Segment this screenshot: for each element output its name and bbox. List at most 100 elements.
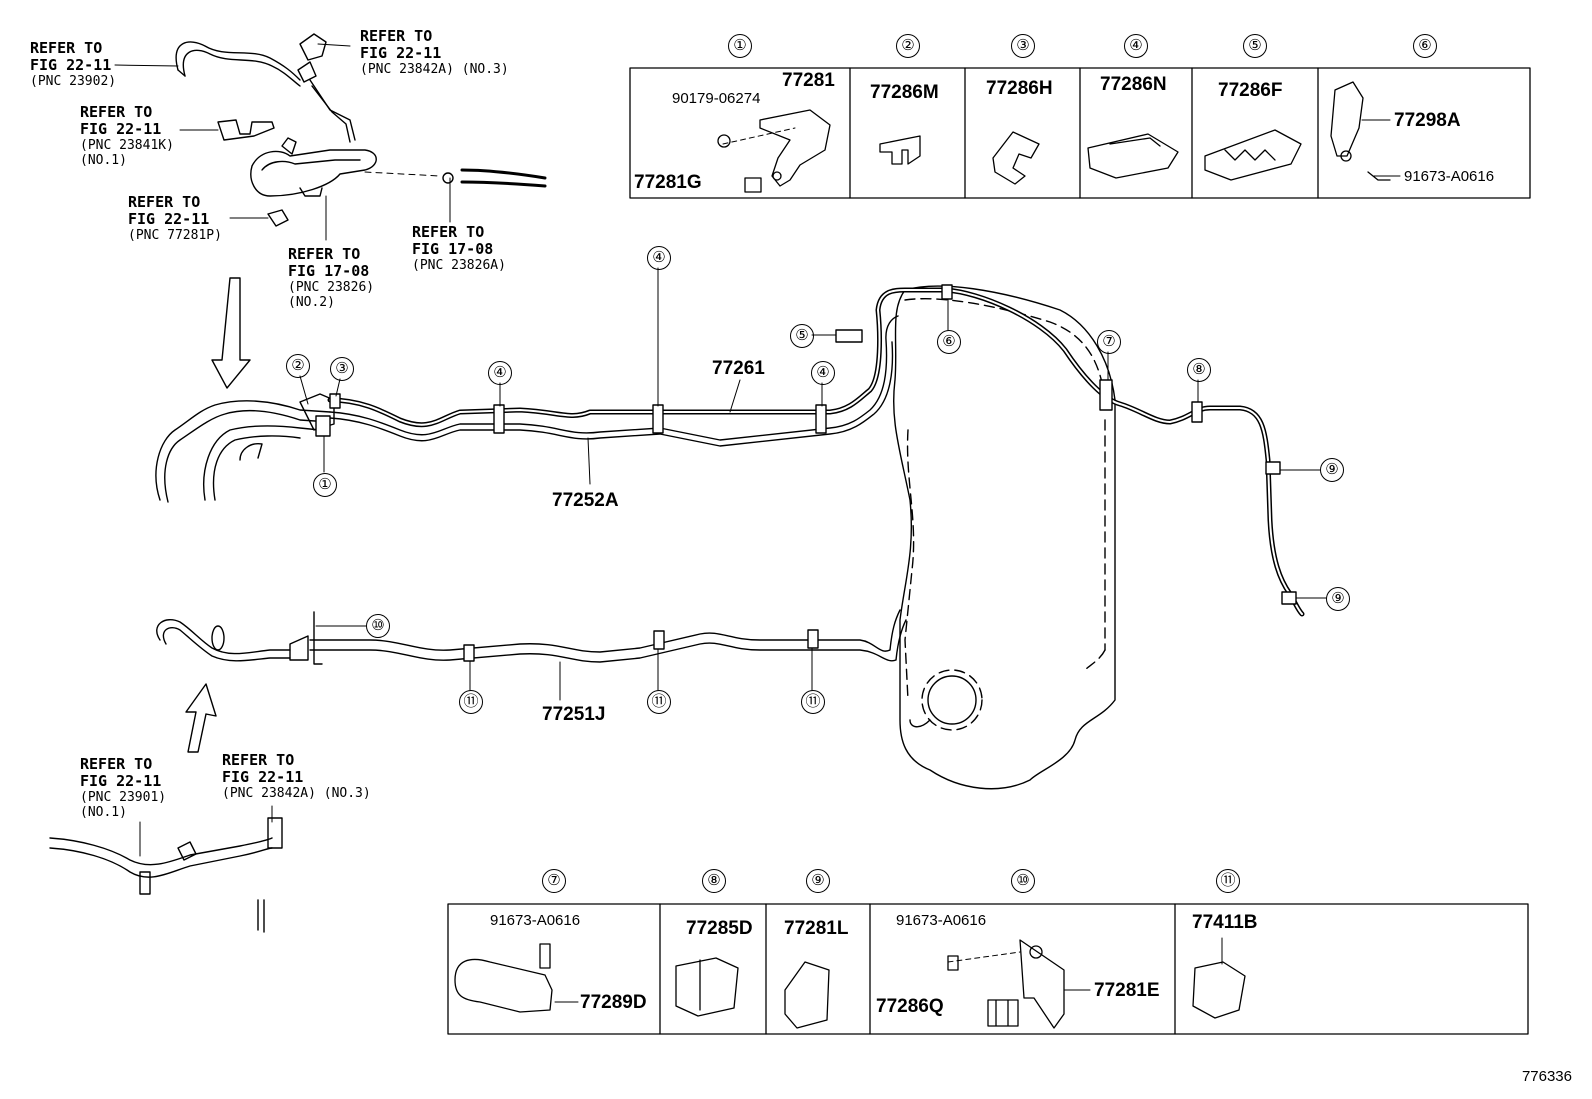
refer-line1: REFER TO (80, 103, 153, 121)
part-number-77286M: 77286M (870, 82, 939, 103)
refer-note-6: REFER TO FIG 17-08 (PNC 23826A) (412, 223, 506, 274)
part-number-77289D: 77289D (580, 992, 647, 1013)
callout-4b: ④ (647, 246, 671, 270)
refer-line2: FIG 22-11 (128, 210, 210, 228)
arrow-up-icon (185, 683, 217, 753)
refer-no: (NO.1) (80, 805, 127, 820)
brake-line-end-sketch (442, 168, 547, 188)
callout-7: ⑦ (1097, 330, 1121, 354)
filler-hose-sketch-upper (175, 33, 377, 227)
part-number-77286F: 77286F (1218, 80, 1283, 101)
table-col-3-num: ③ (1011, 34, 1035, 58)
callout-10: ⑩ (366, 614, 390, 638)
line-77252A (329, 315, 899, 447)
table-col-2-num: ② (896, 34, 920, 58)
part-number-77286N: 77286N (1100, 74, 1167, 95)
refer-pnc: (PNC 23826) (288, 280, 375, 295)
bottom-table (447, 903, 1529, 1035)
table-col-10-num: ⑩ (1011, 869, 1035, 893)
refer-note-8: REFER TO FIG 22-11 (PNC 23842A) (NO.3) (222, 751, 371, 802)
callout-5: ⑤ (790, 324, 814, 348)
refer-line1: REFER TO (360, 27, 433, 45)
refer-line2: FIG 17-08 (412, 240, 494, 258)
part-number-91673-A0616-b: 91673-A0616 (490, 912, 581, 929)
callout-leaders (299, 267, 1327, 701)
refer-line2: FIG 22-11 (80, 120, 162, 138)
filler-hose-left (155, 393, 335, 503)
leaders-upper (114, 43, 451, 241)
table-col-11-num: ⑪ (1216, 869, 1240, 893)
refer-line2: FIG 22-11 (80, 772, 162, 790)
callout-11b: ⑪ (647, 690, 671, 714)
refer-note-5: REFER TO FIG 17-08 (PNC 23826) (NO.2) (288, 245, 375, 311)
refer-pnc: (PNC 23826A) (412, 258, 506, 273)
refer-pnc: (PNC 23902) (30, 74, 117, 89)
callout-6: ⑥ (937, 330, 961, 354)
part-number-77285D: 77285D (686, 918, 753, 939)
part-number-91673-A0616-c: 91673-A0616 (896, 912, 987, 929)
refer-line1: REFER TO (128, 193, 201, 211)
fuel-tank-outline (892, 285, 1116, 790)
part-number-77281L: 77281L (784, 918, 849, 939)
part-number-77286H: 77286H (986, 78, 1053, 99)
refer-line1: REFER TO (288, 245, 361, 263)
table-col-9-num: ⑨ (806, 869, 830, 893)
refer-line2: FIG 22-11 (360, 44, 442, 62)
callout-3: ③ (330, 357, 354, 381)
part-number-77286Q: 77286Q (876, 996, 944, 1017)
refer-line2: FIG 22-11 (30, 56, 112, 74)
refer-pnc: (PNC 77281P) (128, 228, 222, 243)
part-number-77281: 77281 (782, 70, 835, 91)
refer-no: (NO.2) (288, 295, 335, 310)
refer-no: (NO.1) (80, 153, 127, 168)
refer-line2: FIG 17-08 (288, 262, 370, 280)
part-number-77298A: 77298A (1394, 110, 1461, 131)
refer-line1: REFER TO (30, 39, 103, 57)
part-number-77252A: 77252A (552, 490, 619, 511)
callout-2: ② (286, 354, 310, 378)
part-number-77281G: 77281G (634, 172, 702, 193)
refer-note-4: REFER TO FIG 22-11 (PNC 77281P) (128, 193, 222, 244)
refer-line1: REFER TO (222, 751, 295, 769)
refer-note-2: REFER TO FIG 22-11 (PNC 23842A) (NO.3) (360, 27, 509, 78)
refer-pnc: (PNC 23901) (80, 790, 167, 805)
callout-4a: ④ (488, 361, 512, 385)
part-number-77281E: 77281E (1094, 980, 1160, 1001)
refer-note-1: REFER TO FIG 22-11 (PNC 23902) (30, 39, 117, 90)
refer-note-3: REFER TO FIG 22-11 (PNC 23841K) (NO.1) (80, 103, 174, 169)
table-col-6-num: ⑥ (1413, 34, 1437, 58)
line-77251J (156, 609, 907, 665)
table-col-8-num: ⑧ (702, 869, 726, 893)
filler-hose-sketch-lower (49, 817, 283, 933)
part-number-77411B: 77411B (1192, 912, 1258, 933)
refer-note-7: REFER TO FIG 22-11 (PNC 23901) (NO.1) (80, 755, 167, 821)
callout-1: ① (313, 473, 337, 497)
top-table (629, 67, 1531, 199)
refer-line1: REFER TO (412, 223, 485, 241)
refer-no: (NO.3) (323, 786, 371, 801)
refer-pnc: (PNC 23842A) (360, 62, 454, 77)
table-col-4-num: ④ (1124, 34, 1148, 58)
refer-line2: FIG 22-11 (222, 768, 304, 786)
refer-line1: REFER TO (80, 755, 153, 773)
refer-no: (NO.3) (461, 62, 509, 77)
part-number-91673-A0616: 91673-A0616 (1404, 168, 1495, 185)
table-col-5-num: ⑤ (1243, 34, 1267, 58)
table-col-7-num: ⑦ (542, 869, 566, 893)
callout-11a: ⑪ (459, 690, 483, 714)
callout-8: ⑧ (1187, 358, 1211, 382)
refer-pnc: (PNC 23841K) (80, 138, 174, 153)
part-number-77251J: 77251J (542, 704, 606, 725)
callout-11c: ⑪ (801, 690, 825, 714)
refer-pnc: (PNC 23842A) (222, 786, 316, 801)
table-col-1-num: ① (728, 34, 752, 58)
callout-9a: ⑨ (1320, 458, 1344, 482)
part-number-90179-06274: 90179-06274 (672, 90, 761, 107)
arrow-down-icon (211, 277, 251, 389)
callout-9b: ⑨ (1326, 587, 1350, 611)
clip-marks (315, 284, 1297, 662)
line-77261 (327, 287, 1305, 617)
illustration-id: 776336 (1521, 1068, 1572, 1085)
